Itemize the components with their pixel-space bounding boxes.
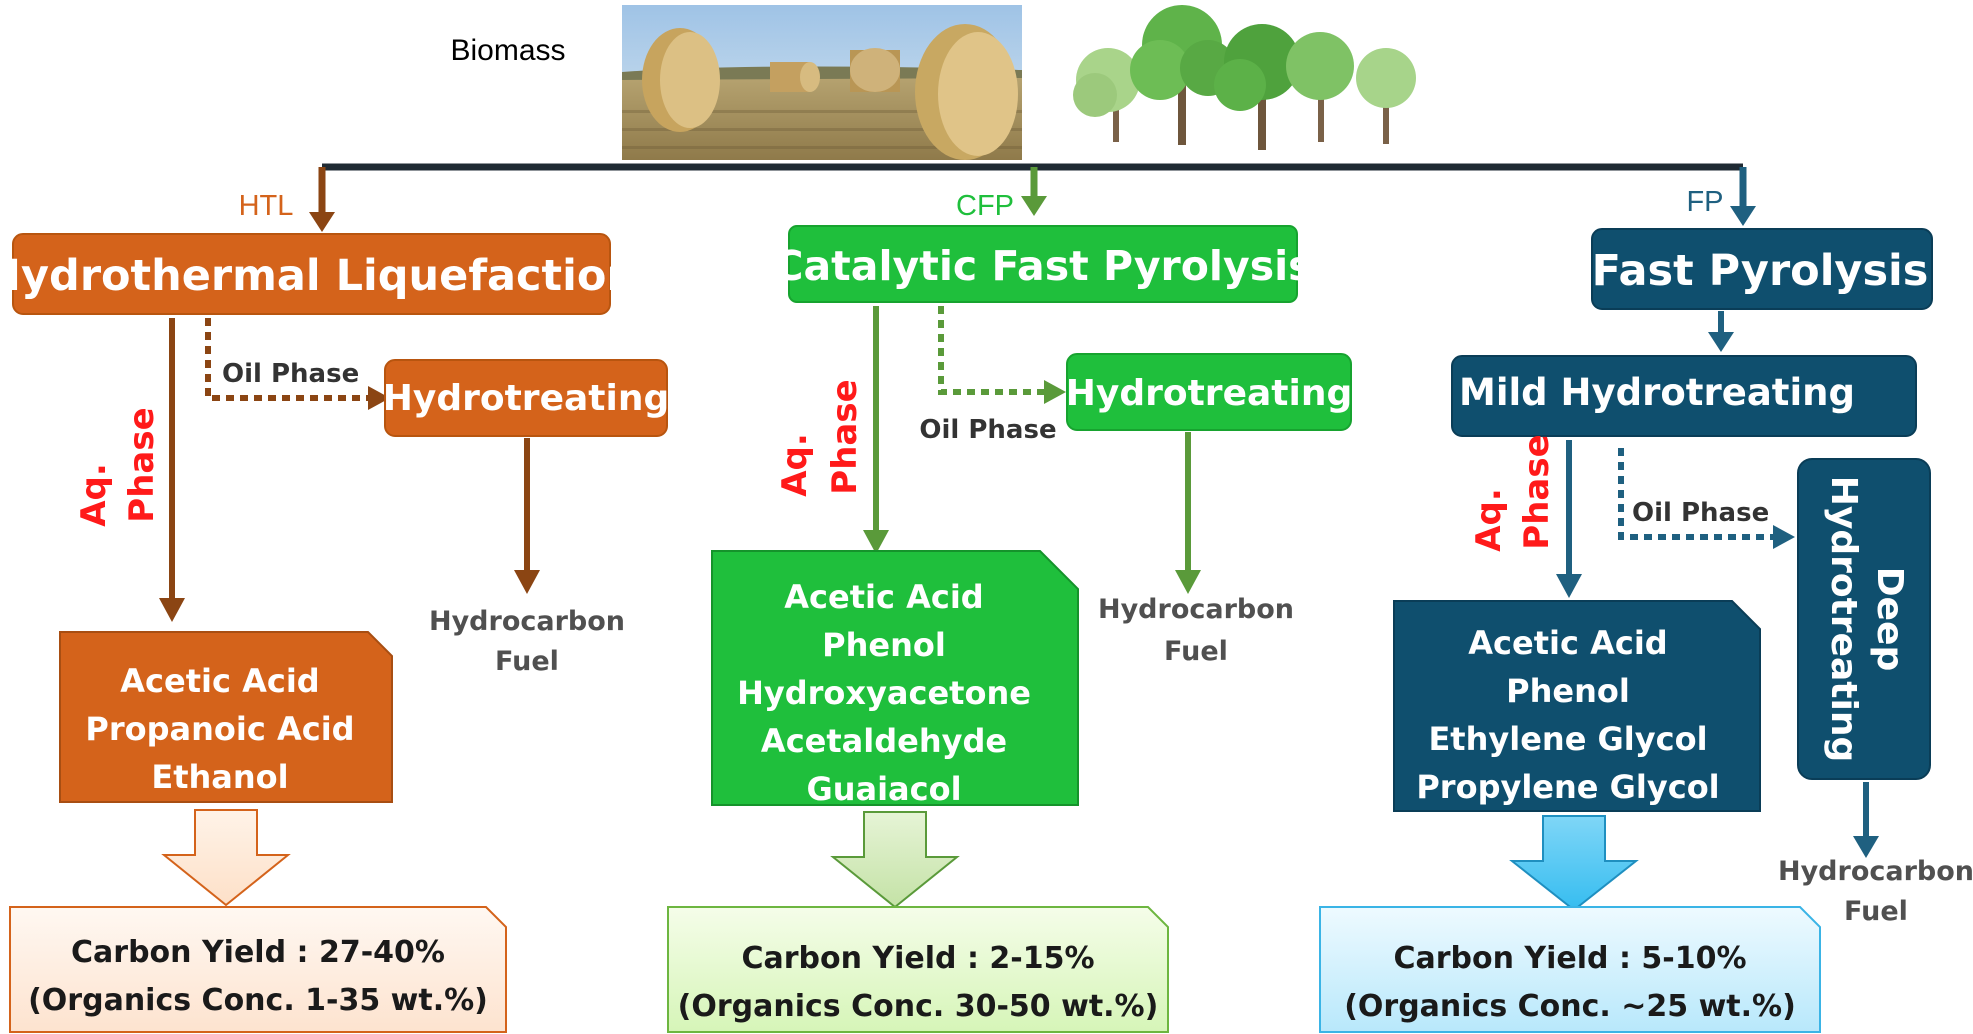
htl-hydrotreating-label: Hydrotreating bbox=[383, 378, 669, 419]
fp-yield-box bbox=[1319, 906, 1821, 1033]
fp-deep-label: DeepHydrotreating bbox=[1823, 476, 1910, 762]
fp-tag: FP bbox=[1686, 186, 1723, 218]
htl-fuel-line2: Fuel bbox=[495, 646, 559, 677]
htl-compound: Acetic Acid bbox=[120, 662, 319, 700]
htl-fuel-line1: Hydrocarbon bbox=[429, 606, 625, 637]
htl-compound: Propanoic Acid bbox=[85, 710, 354, 748]
cfp-yield-line2: (Organics Conc. 30-50 wt.%) bbox=[678, 989, 1159, 1024]
cfp-aq-label: Aq.Phase bbox=[775, 379, 865, 496]
cfp-tag: CFP bbox=[956, 190, 1014, 222]
cfp-title: Catalytic Fast Pyrolysis bbox=[773, 242, 1312, 290]
fp-title: Fast Pyrolysis bbox=[1592, 246, 1929, 296]
htl-aq-line1: Aq. bbox=[74, 463, 114, 527]
trees-image bbox=[1073, 5, 1416, 150]
htl-oil-phase-label: Oil Phase bbox=[222, 359, 359, 389]
fp-deep-hydrotreating-box bbox=[1797, 458, 1931, 780]
cfp-down-arrow bbox=[830, 811, 960, 909]
cfp-aq-line2: Phase bbox=[825, 379, 865, 494]
htl-title: Hydrothermal Liquefaction bbox=[0, 251, 637, 301]
htl-aq-line2: Phase bbox=[122, 407, 162, 522]
cfp-compound: Hydroxyacetone bbox=[737, 674, 1031, 712]
trunk-line bbox=[309, 163, 1756, 232]
biomass-label: Biomass bbox=[450, 34, 565, 67]
fp-title-box bbox=[1591, 228, 1933, 310]
fp-compound: Ethylene Glycol bbox=[1428, 720, 1707, 758]
fp-oil-phase-label: Oil Phase bbox=[1632, 498, 1769, 528]
cfp-hydrotreating-label: Hydrotreating bbox=[1066, 373, 1352, 414]
htl-compounds-box bbox=[59, 631, 393, 803]
cfp-compounds-box bbox=[711, 550, 1079, 806]
htl-yield-line1: Carbon Yield : 27-40% bbox=[71, 935, 445, 970]
hay-bales-image bbox=[622, 5, 1022, 160]
fp-aq-line2: Phase bbox=[1517, 434, 1557, 549]
cfp-hydrotreating-box bbox=[1066, 353, 1352, 431]
htl-aq-label: Aq.Phase bbox=[74, 407, 162, 526]
fp-mild-hydrotreating-box bbox=[1451, 355, 1917, 437]
htl-tag: HTL bbox=[239, 190, 294, 222]
htl-yield-box bbox=[9, 906, 507, 1033]
fp-deep-line1: Deep bbox=[1869, 567, 1910, 671]
fp-aq-label: Aq.Phase bbox=[1469, 434, 1557, 551]
fp-column: Fast Pyrolysis Mild Hydrotreating Oil Ph… bbox=[1319, 228, 1973, 1033]
fp-compounds-box bbox=[1393, 600, 1761, 812]
cfp-fuel-line2: Fuel bbox=[1164, 636, 1228, 667]
cfp-column: Catalytic Fast Pyrolysis Oil Phase Hydro… bbox=[667, 225, 1352, 1033]
fp-down-arrow bbox=[1509, 815, 1639, 912]
cfp-yield-box bbox=[667, 906, 1169, 1033]
fp-fuel-line2: Fuel bbox=[1844, 896, 1908, 927]
fp-mild-hydrotreating-label: Mild Hydrotreating bbox=[1459, 371, 1855, 414]
cfp-compound: Acetic Acid bbox=[784, 578, 983, 616]
fp-fuel-line1: Hydrocarbon bbox=[1778, 856, 1973, 887]
fp-compound: Acetic Acid bbox=[1468, 624, 1667, 662]
fp-yield-line2: (Organics Conc. ~25 wt.%) bbox=[1344, 989, 1796, 1024]
htl-compound: Ethanol bbox=[151, 758, 288, 796]
cfp-oil-phase-label: Oil Phase bbox=[919, 415, 1056, 445]
htl-column: Hydrothermal Liquefaction Oil Phase Hydr… bbox=[0, 233, 669, 1033]
htl-hydrotreating-box bbox=[384, 359, 668, 437]
htl-down-arrow bbox=[161, 809, 291, 907]
cfp-aq-line1: Aq. bbox=[775, 433, 815, 497]
cfp-title-box bbox=[788, 225, 1298, 303]
cfp-compound: Guaiacol bbox=[806, 770, 961, 808]
fp-yield-line1: Carbon Yield : 5-10% bbox=[1393, 941, 1746, 976]
fp-deep-line2: Hydrotreating bbox=[1823, 476, 1864, 762]
cfp-fuel-line1: Hydrocarbon bbox=[1098, 594, 1294, 625]
htl-title-box bbox=[12, 233, 611, 315]
htl-yield-line2: (Organics Conc. 1-35 wt.%) bbox=[28, 983, 488, 1018]
cfp-compound: Acetaldehyde bbox=[761, 722, 1007, 760]
cfp-compound: Phenol bbox=[822, 626, 946, 664]
fp-compound: Propylene Glycol bbox=[1416, 768, 1719, 806]
fp-compound: Phenol bbox=[1506, 672, 1630, 710]
fp-aq-line1: Aq. bbox=[1469, 488, 1509, 552]
cfp-yield-line1: Carbon Yield : 2-15% bbox=[741, 941, 1094, 976]
